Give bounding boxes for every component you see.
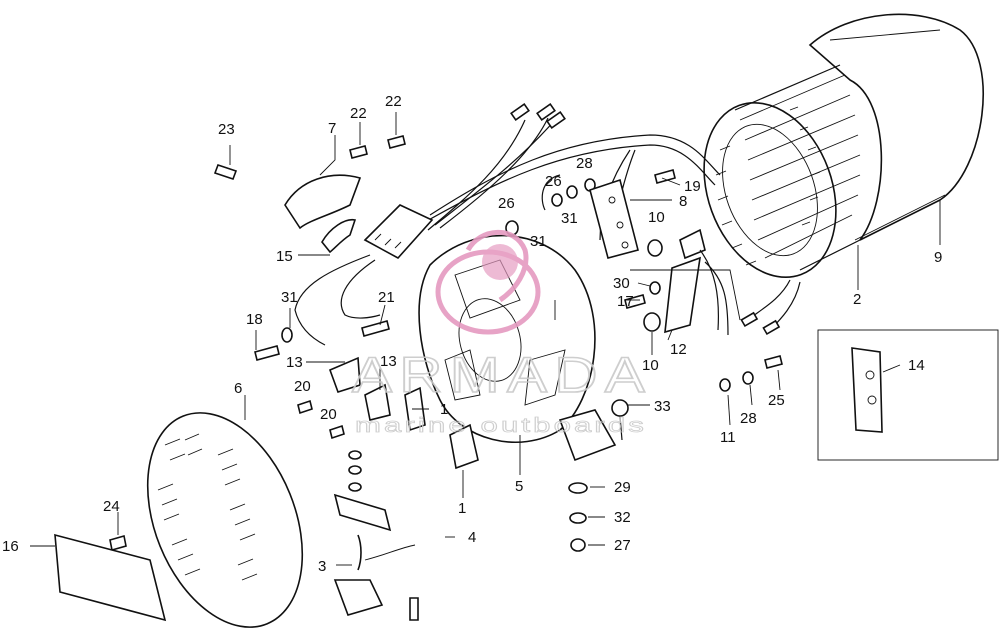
brackets-13 xyxy=(328,356,479,470)
callout-10b: 10 xyxy=(642,357,659,374)
callout-26a: 26 xyxy=(498,195,515,212)
callout-25: 25 xyxy=(768,392,785,409)
logo-hub xyxy=(482,244,518,280)
callout-3: 3 xyxy=(318,558,326,575)
callout-30: 30 xyxy=(613,275,630,292)
watermark-tagline: marine outboards xyxy=(355,415,647,437)
callout-9: 9 xyxy=(934,249,942,266)
callout-labels: 1 1 2 3 4 5 6 7 8 9 10 10 11 12 13 13 14… xyxy=(2,93,942,575)
callout-23: 23 xyxy=(218,121,235,138)
callout-16: 16 xyxy=(2,538,19,555)
label-16 xyxy=(54,533,167,622)
brush-holder-4 xyxy=(333,493,416,616)
callout-24: 24 xyxy=(103,498,120,515)
alternator-housing xyxy=(808,13,984,241)
watermark-brand: ARMADA xyxy=(352,347,652,403)
callout-26b: 26 xyxy=(545,173,562,190)
callout-18: 18 xyxy=(246,311,263,328)
callout-33: 33 xyxy=(654,398,671,415)
callout-27: 27 xyxy=(614,537,631,554)
callout-13a: 13 xyxy=(286,354,303,371)
stator-frame xyxy=(418,234,629,462)
callout-7: 7 xyxy=(328,120,336,137)
bracket-7 xyxy=(284,174,362,254)
callout-12: 12 xyxy=(670,341,687,358)
callout-20a: 20 xyxy=(294,378,311,395)
plate-14 xyxy=(817,329,999,461)
callout-17: 17 xyxy=(617,293,634,310)
bracket-12 xyxy=(664,228,729,336)
callout-22b: 22 xyxy=(385,93,402,110)
terminal-block-8 xyxy=(589,178,639,259)
callout-20b: 20 xyxy=(320,406,337,423)
callout-6: 6 xyxy=(234,380,242,397)
callout-10a: 10 xyxy=(648,209,665,226)
callout-13b: 13 xyxy=(380,353,397,370)
screws xyxy=(109,135,783,621)
callout-5: 5 xyxy=(515,478,523,495)
callout-1b: 1 xyxy=(458,500,466,517)
armada-watermark: ARMADA marine outboards xyxy=(351,229,652,437)
leader-lines xyxy=(30,112,941,566)
callout-22a: 22 xyxy=(350,105,367,122)
callout-28b: 28 xyxy=(740,410,757,427)
callout-11: 11 xyxy=(720,429,736,446)
logo-swoosh xyxy=(465,229,529,303)
washers xyxy=(281,178,754,552)
stator-windings xyxy=(715,74,861,266)
stator-coil xyxy=(703,64,901,336)
wire-harness xyxy=(294,103,721,346)
callout-29: 29 xyxy=(614,479,631,496)
callout-19: 19 xyxy=(684,178,701,195)
callout-15: 15 xyxy=(276,248,293,265)
callout-31a: 31 xyxy=(530,233,547,250)
callout-8: 8 xyxy=(679,193,687,210)
callout-31b: 31 xyxy=(561,210,578,227)
callout-14: 14 xyxy=(908,357,925,374)
callout-21: 21 xyxy=(378,289,395,306)
callout-1a: 1 xyxy=(440,401,448,418)
armada-logo-icon xyxy=(435,229,541,335)
end-cover xyxy=(146,412,304,628)
callout-31c: 31 xyxy=(281,289,298,306)
callout-2: 2 xyxy=(853,291,861,308)
callout-32: 32 xyxy=(614,509,631,526)
callout-4: 4 xyxy=(468,529,476,546)
callout-28a: 28 xyxy=(576,155,593,172)
